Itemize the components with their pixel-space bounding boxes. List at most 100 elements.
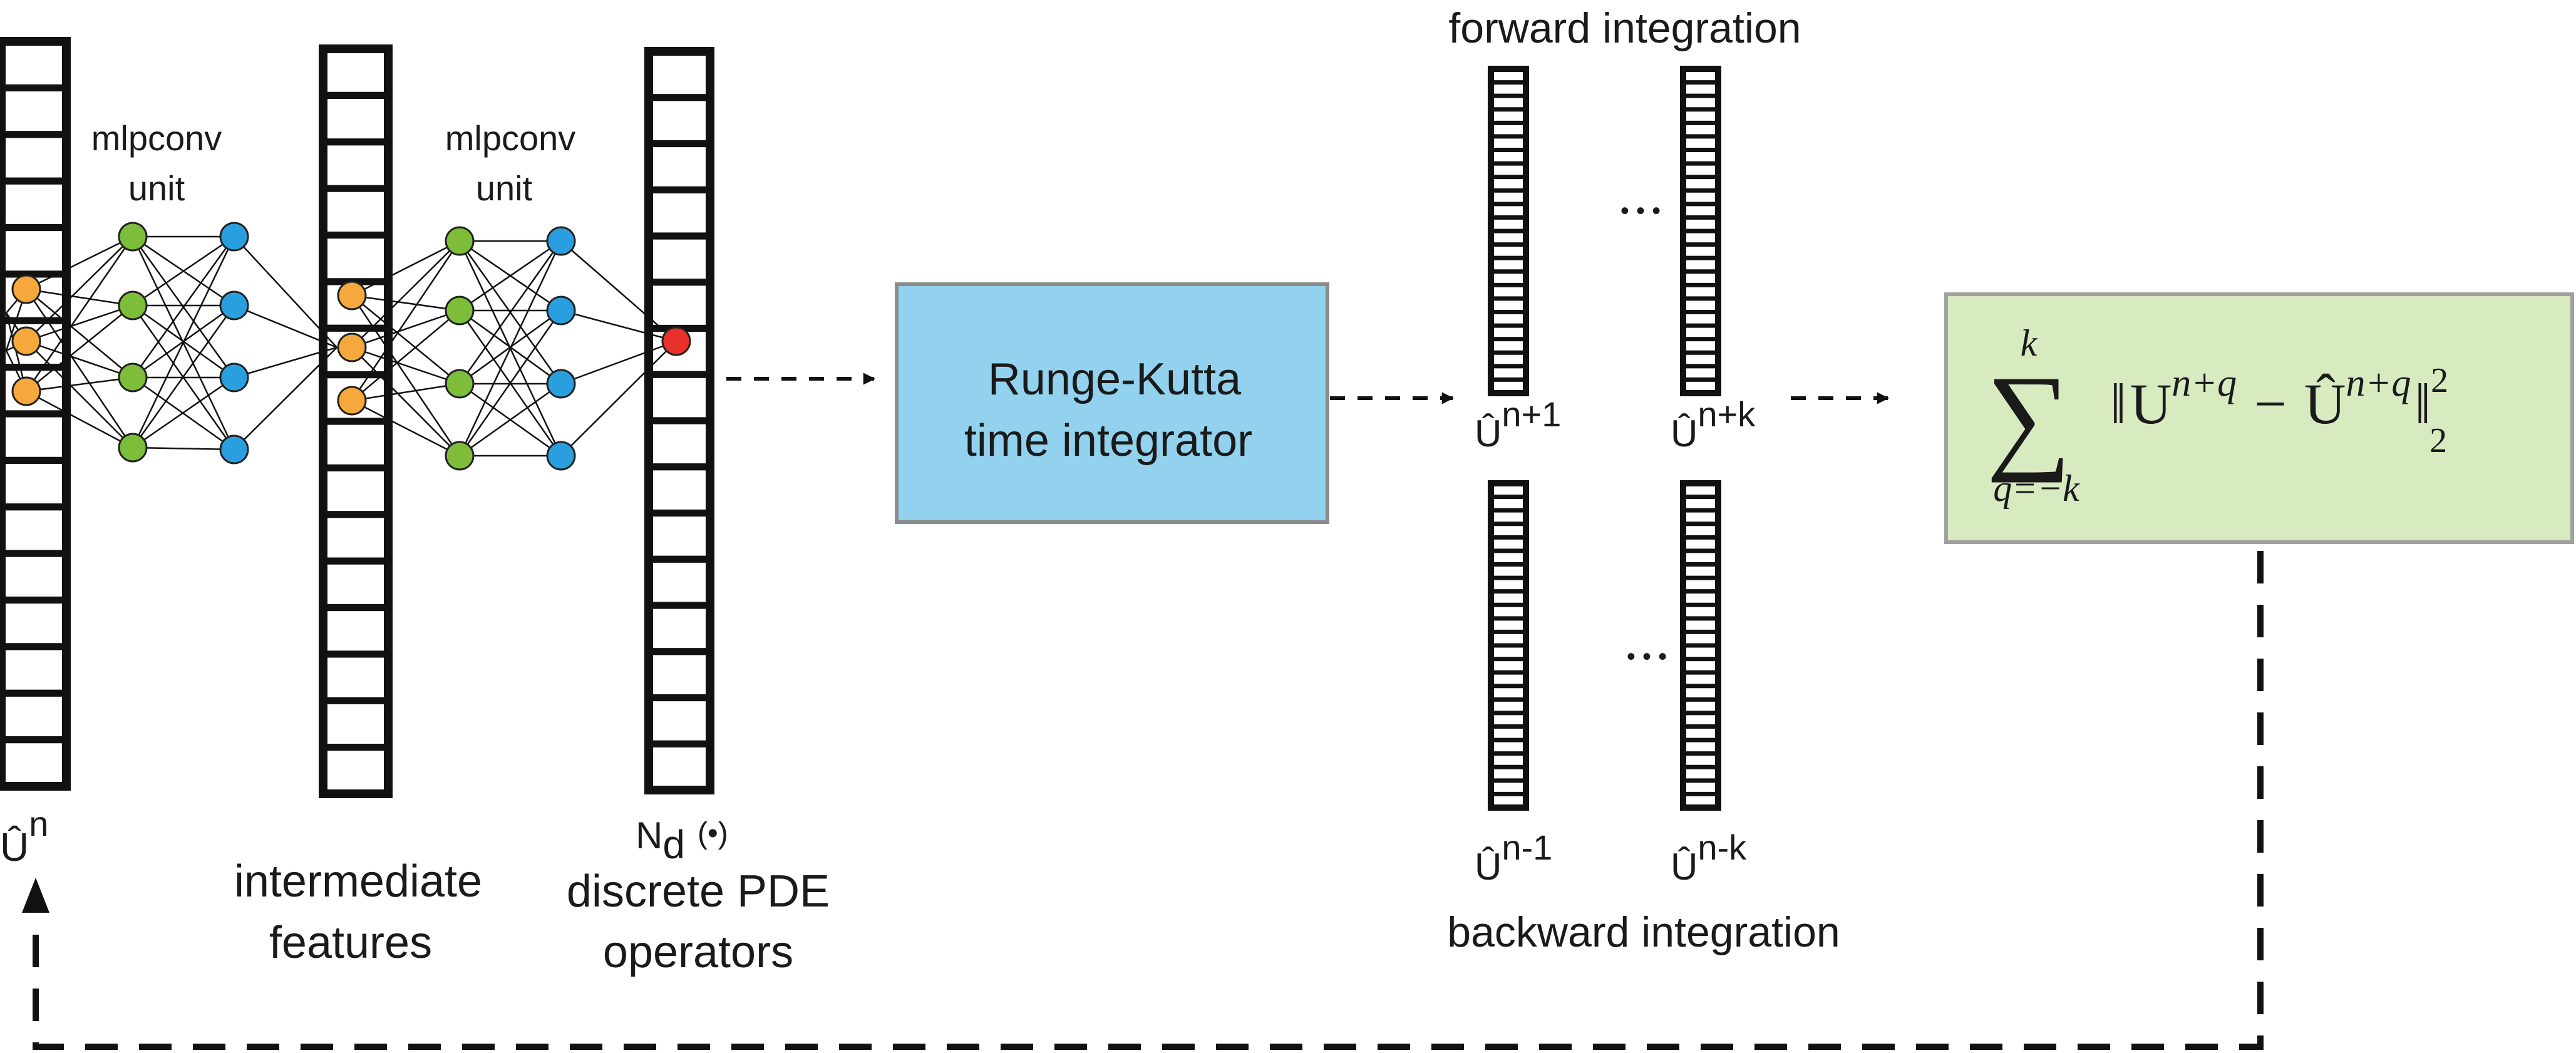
network-edge — [351, 240, 460, 348]
network-edge — [560, 240, 677, 342]
network-edge — [131, 236, 235, 448]
network-nodes — [11, 222, 691, 471]
output-node — [546, 226, 576, 256]
network-edge — [26, 236, 133, 342]
u-n-label: Ûn — [0, 804, 48, 870]
network-edge — [26, 289, 133, 378]
intermediate-label-line1: intermediate — [234, 856, 482, 907]
minus-sign: − — [2254, 372, 2287, 436]
output-node — [219, 290, 249, 321]
network-edge — [132, 235, 235, 307]
backward-ellipsis: • • • — [1627, 643, 1667, 670]
network-edges — [5, 235, 677, 457]
network-edge — [234, 236, 337, 348]
network-edge — [458, 240, 562, 384]
output-node — [219, 362, 249, 393]
hidden-node — [445, 369, 475, 399]
forward-ellipsis: • • • — [1620, 197, 1661, 225]
runge-kutta-box — [895, 282, 1329, 524]
pde-output-node — [661, 326, 691, 356]
hidden-node — [118, 290, 148, 321]
nd-operator-label: Nd(•) — [636, 814, 728, 867]
input-column-u-n — [0, 37, 71, 791]
input-node — [337, 280, 367, 311]
sum-upper-limit: k — [2021, 322, 2038, 364]
network-edge — [351, 240, 461, 401]
network-edge — [459, 240, 562, 312]
network-edge — [351, 295, 461, 456]
network-edge — [131, 236, 235, 378]
network-edge — [26, 376, 133, 393]
integration-state-columns — [1488, 66, 1721, 811]
output-node — [546, 441, 576, 471]
network-edge — [351, 399, 460, 457]
network-edge — [26, 340, 133, 379]
network-edge — [351, 309, 460, 349]
network-edge — [351, 294, 460, 312]
intermediate-label-line2: features — [269, 918, 432, 968]
u-n-base: Û — [0, 824, 29, 870]
network-edge — [351, 295, 460, 384]
pde-operator-column — [644, 47, 714, 794]
mlpconv-label-1-line1: mlpconv — [91, 118, 222, 158]
network-edge — [458, 240, 562, 456]
network-edge — [351, 346, 460, 385]
u-n-minus-1-label: Ûn-1 — [1475, 828, 1552, 888]
network-edge — [26, 390, 133, 449]
norm-open: ‖ — [2110, 372, 2126, 436]
input-node — [337, 386, 367, 416]
hidden-node — [445, 441, 475, 471]
hidden-node — [118, 433, 148, 463]
network-edge — [560, 341, 677, 456]
network-edge — [234, 346, 337, 379]
loss-box — [1944, 292, 2574, 544]
hidden-node — [445, 226, 475, 256]
network-edge — [351, 240, 460, 297]
pde-operators-label-line2: operators — [603, 927, 793, 977]
network-edge — [26, 305, 133, 392]
u-n-plus-k-label: Ûn+k — [1671, 394, 1756, 455]
network-edge — [234, 347, 337, 450]
output-node — [219, 434, 249, 465]
u-n-minus-k-label: Ûn-k — [1671, 828, 1747, 888]
network-edge — [560, 309, 677, 342]
network-edge — [25, 236, 134, 392]
intermediate-features-column — [319, 44, 393, 798]
network-edge — [234, 304, 337, 349]
u-superscript: n+q — [2172, 362, 2237, 404]
network-edge — [132, 446, 235, 451]
network-edge — [458, 310, 562, 456]
network-edge — [26, 288, 133, 307]
network-edge — [131, 305, 235, 448]
nd-arg: (•) — [698, 817, 728, 850]
sum-lower-limit: q=−k — [1993, 468, 2080, 509]
network-edge — [25, 289, 134, 448]
pde-operators-label-line1: discrete PDE — [567, 866, 830, 917]
feedback-arrowhead — [22, 878, 49, 913]
network-edge — [560, 340, 677, 385]
sum-symbol: ∑ — [1986, 352, 2071, 483]
network-edge — [26, 304, 133, 342]
hidden-node — [118, 362, 148, 393]
runge-kutta-label-line2: time integrator — [964, 416, 1252, 466]
u-symbol: U — [2130, 372, 2172, 436]
u-hat-superscript: n+q — [2346, 362, 2411, 404]
input-node — [11, 376, 41, 406]
input-node — [11, 326, 41, 356]
input-node — [337, 332, 367, 362]
output-node — [219, 222, 249, 252]
network-edge — [132, 376, 235, 449]
output-node — [546, 295, 576, 326]
network-edge — [26, 235, 133, 290]
feedback-loop-path — [33, 551, 2264, 1050]
subscript-two: 2 — [2429, 421, 2447, 460]
network-edge — [351, 310, 460, 401]
norm-close: ‖ — [2414, 372, 2431, 436]
backward-integration-label: backward integration — [1447, 908, 1840, 956]
mlpconv-label-1-line2: unit — [128, 168, 185, 208]
forward-integration-label: forward integration — [1448, 4, 1801, 52]
nd-sub: d — [662, 822, 685, 867]
network-edge — [351, 347, 460, 456]
mlpconv-label-2-line1: mlpconv — [445, 118, 576, 158]
u-n-sup: n — [29, 804, 48, 843]
